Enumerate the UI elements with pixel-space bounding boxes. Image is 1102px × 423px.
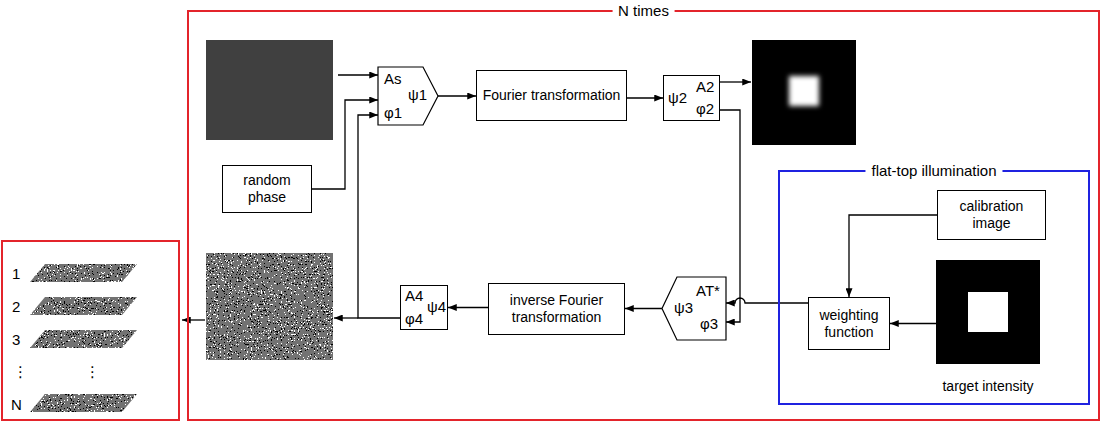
hologram-thumbnail [30,330,137,348]
field-symbol: As [384,71,402,88]
list-index: ⋮ [13,364,28,381]
process-box: random phase [222,165,312,213]
field-symbol: φ3 [700,316,718,333]
flow-connector [625,308,662,309]
process-box: calibration image [937,190,1046,240]
pentagon-shape [378,67,438,125]
box-label: calibration image [943,198,1040,232]
output-arrow [720,81,751,82]
input-arrow [338,74,378,75]
list-index: 2 [12,299,20,316]
process-box: inverse Fourier transformation [488,283,625,335]
hologram-thumbnail [30,394,137,412]
field-box: ψ2 A2 φ2 [663,75,720,121]
list-index: N [11,397,22,414]
flow-connector [849,215,937,297]
flow-connector [627,97,663,98]
output-spot [789,76,819,106]
target-square [968,292,1008,332]
process-box: Fourier transformation [476,70,627,121]
flow-connector [890,323,936,324]
flow-connector [438,95,476,96]
list-index: 1 [12,266,20,283]
target-image: target intensity [936,260,1040,364]
image-caption: target intensity [942,378,1033,395]
box-label: Fourier transformation [483,87,621,104]
box-label: random phase [228,172,306,206]
operator-pentagon: As ψ1 φ1 [378,67,438,125]
flow-connector [312,100,378,189]
export-arrow [182,319,205,320]
field-symbol: ψ2 [668,90,687,107]
output-frame: 1 2 3 ⋮ ⋮ N [1,240,180,421]
field-symbol: φ4 [405,311,423,328]
hologram-arrow [334,317,358,318]
field-symbol: A4 [405,288,423,305]
field-symbol: ψ4 [427,299,446,316]
field-symbol: ψ3 [674,300,693,317]
input-image [206,40,333,140]
field-symbol: φ1 [384,105,402,122]
group-frame: calibration image weighting function targe… [778,170,1090,405]
field-symbol: φ2 [696,101,714,118]
box-label: inverse Fourier transformation [494,292,619,326]
field-symbol: AT* [696,283,720,300]
process-box: weighting function [808,297,890,350]
loop-frame: As ψ1 φ1 random phase Fourier transformation… [187,10,1100,421]
box-label: weighting function [814,307,884,341]
frame-title: N times [612,2,675,20]
pentagon-shape [662,277,726,340]
list-index: 3 [12,332,20,349]
hologram-thumbnail [30,264,137,282]
list-index: ⋮ [85,364,100,381]
hologram-image [206,253,333,360]
output-image [752,40,856,145]
flow-connector [726,298,808,303]
operator-pentagon: ψ3AT* φ3 [662,277,726,340]
flow-connector [448,307,488,308]
field-symbol: ψ1 [408,87,427,104]
field-symbol: A2 [696,79,714,96]
frame-title: flat-top illumination [865,162,1002,180]
field-box: A4ψ4φ4 [400,285,448,330]
flow-connector [358,115,400,318]
hologram-thumbnail [30,297,137,315]
